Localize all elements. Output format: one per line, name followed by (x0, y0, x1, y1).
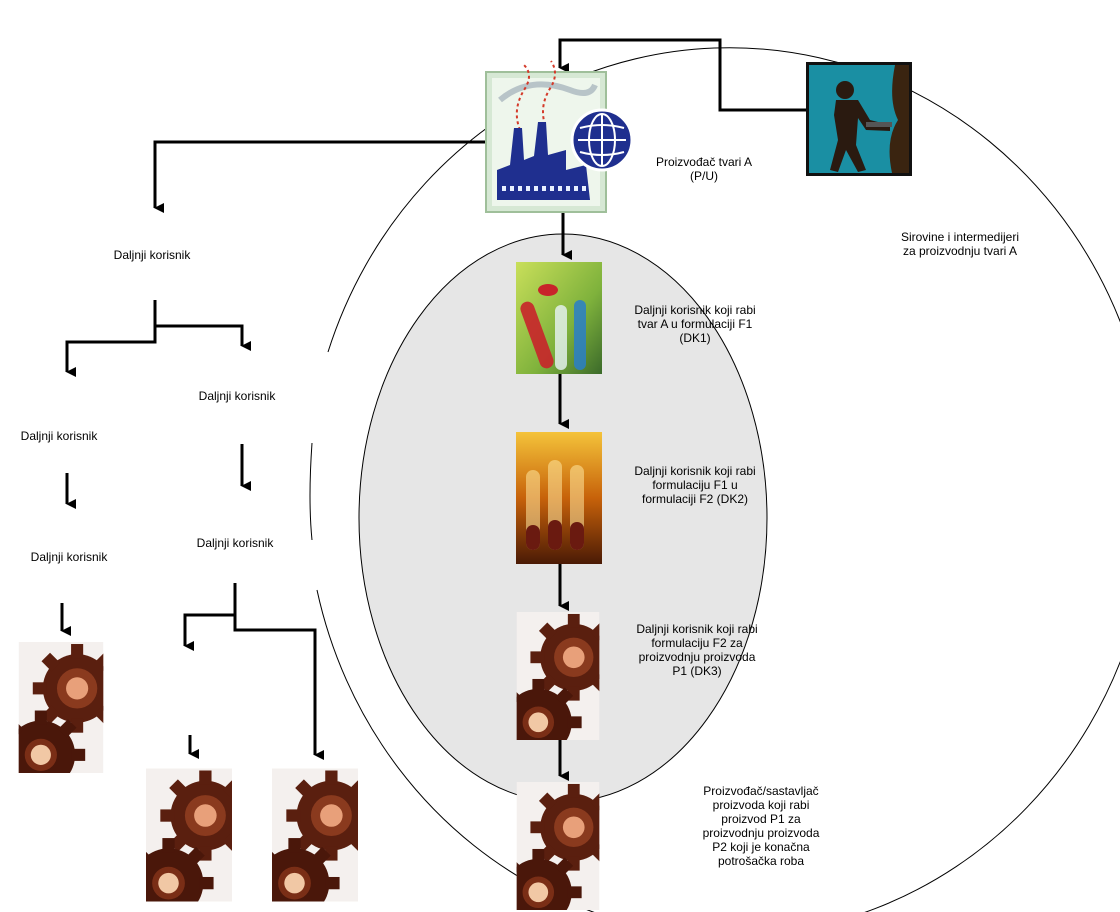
test-tubes-yellow-icon (516, 432, 602, 564)
arrow-mid-user-branch-right (233, 615, 324, 760)
gear-icon (5, 642, 121, 789)
gear-icon (503, 782, 617, 912)
factory-globe-icon (485, 60, 634, 213)
downstream-user-mid-1-label: Daljnji korisnik (198, 389, 276, 403)
producer-label: Proizvođač tvari A (P/U) (655, 155, 753, 183)
arrow-producer-to-user (153, 140, 488, 213)
downstream-user-left-1-label: Daljnji korisnik (20, 429, 98, 443)
dk1-label: Daljnji korisnik koji rabi tvar A u form… (634, 303, 756, 345)
arrow-user-branch-right (155, 324, 251, 351)
arrow-raw-materials-to-producer (558, 38, 806, 112)
raw-materials-label: Sirovine i intermedijeri za proizvodnju … (900, 230, 1020, 258)
worker-drilling-icon (806, 62, 912, 176)
dk3-label: Daljnji korisnik koji rabi formulaciju F… (636, 622, 758, 678)
arrow-mid-user-branch-left (183, 583, 237, 651)
outer-boundary-gap-arc (309, 442, 313, 541)
dk2-label: Daljnji korisnik koji rabi formulaciju F… (634, 464, 756, 506)
gear-icon (258, 768, 376, 912)
downstream-user-left-2-label: Daljnji korisnik (30, 550, 108, 564)
assembler-label: Proizvođač/sastavljač proizvoda koji rab… (702, 784, 820, 868)
gear-icon (132, 768, 250, 912)
arrow-user-branch-left (65, 300, 157, 377)
test-tubes-red-icon (516, 262, 602, 374)
downstream-user-top-label: Daljnji korisnik (113, 248, 191, 262)
downstream-user-mid-2-label: Daljnji korisnik (196, 536, 274, 550)
